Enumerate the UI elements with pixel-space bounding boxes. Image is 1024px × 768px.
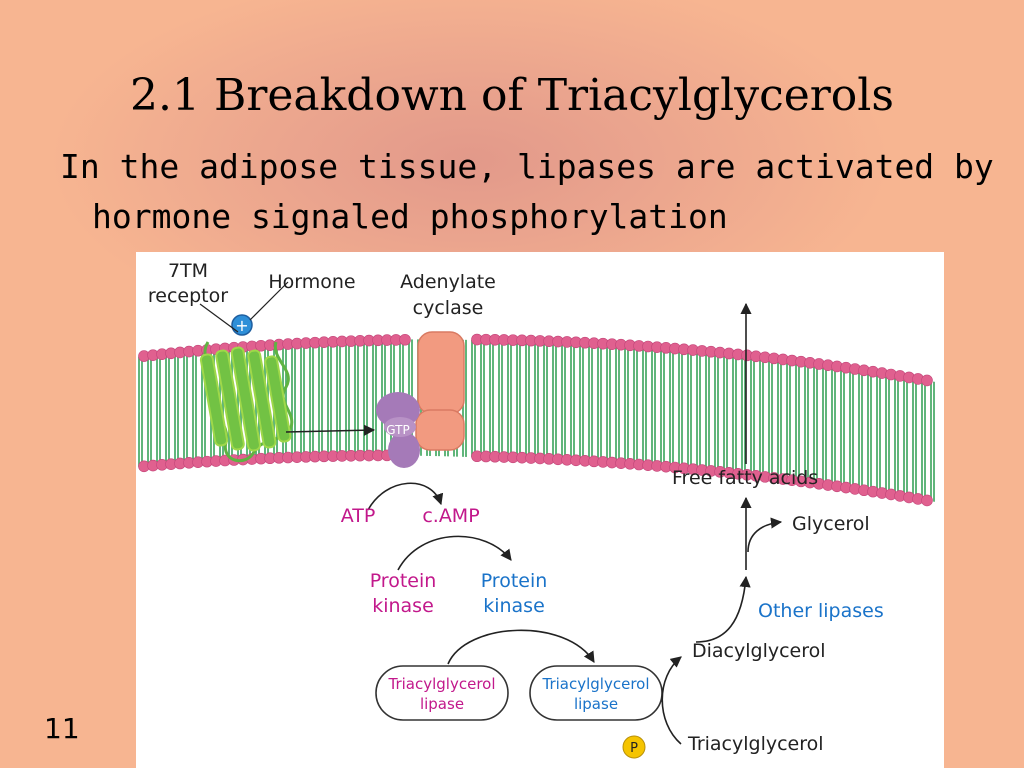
other-lipases-label: Other lipases: [758, 600, 884, 622]
protein-kinase-active-label-2: kinase: [483, 595, 545, 617]
receptor-label-2: receptor: [148, 285, 228, 307]
glycerol-label: Glycerol: [792, 513, 870, 535]
body-line-2: hormone signaled phosphorylation: [92, 197, 728, 236]
phosphate-label: P: [630, 741, 638, 756]
7tm-receptor-icon: [199, 341, 294, 463]
protein-kinase-inactive-label-1: Protein: [370, 570, 437, 592]
lipid-head: [921, 374, 933, 387]
slide-body: In the adipose tissue, lipases are activ…: [60, 142, 1000, 242]
lipid-head: [399, 333, 411, 346]
atp-label: ATP: [341, 505, 376, 527]
slide-title: 2.1 Breakdown of Triacylglycerols: [130, 70, 894, 121]
diacylglycerol-label: Diacylglycerol: [692, 640, 826, 662]
g-protein-icon: GTP: [376, 392, 420, 468]
phosphate-icon: P: [622, 735, 646, 759]
hormone-icon: +: [231, 314, 253, 336]
adenylate-cyclase-icon: [415, 331, 465, 451]
plus-sign: +: [235, 316, 248, 335]
tag-lipase-inactive-label-2: lipase: [420, 695, 464, 713]
cyclase-label-1: Adenylate: [400, 271, 496, 293]
tag-lipase-active-label-1: Triacylglycerol: [542, 675, 650, 693]
receptor-label-1: 7TM: [168, 260, 208, 282]
camp-label: c.AMP: [422, 505, 479, 527]
gtp-label: GTP: [386, 423, 409, 437]
slide-number: 11: [44, 712, 80, 745]
tag-lipase-active-label-2: lipase: [574, 695, 618, 713]
cyclase-label-2: cyclase: [413, 297, 484, 319]
hormone-label: Hormone: [268, 271, 355, 293]
triacylglycerol-label: Triacylglycerol: [687, 733, 824, 755]
protein-kinase-active-label-1: Protein: [481, 570, 548, 592]
body-line-1: In the adipose tissue, lipases are activ…: [60, 147, 994, 186]
lipid-head: [921, 494, 933, 507]
lipolysis-signaling-diagram: + GTP 7TM receptor Hormone Adenylate cyc…: [136, 252, 944, 768]
tag-lipase-inactive-label-1: Triacylglycerol: [388, 675, 496, 693]
free-fatty-acids-label: Free fatty acids: [672, 467, 818, 489]
protein-kinase-inactive-label-2: kinase: [372, 595, 434, 617]
